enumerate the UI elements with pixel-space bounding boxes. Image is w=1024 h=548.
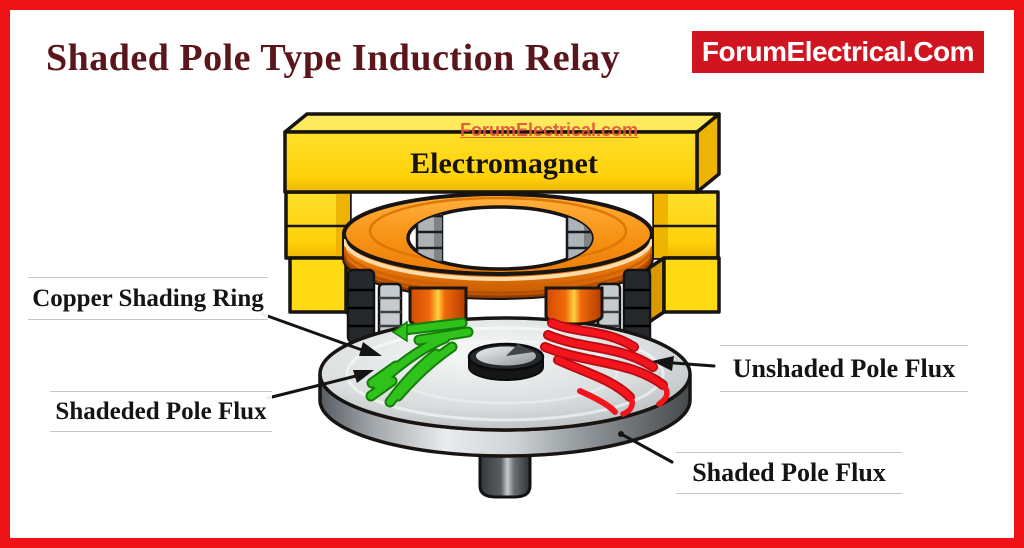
label-electromagnet: Electromagnet bbox=[410, 147, 598, 180]
copper-coil bbox=[342, 192, 654, 300]
label-shadeded-pole-flux: Shadeded Pole Flux bbox=[50, 391, 272, 432]
label-copper-shading-ring: Copper Shading Ring bbox=[28, 277, 268, 320]
callout-leader-lines bbox=[260, 312, 716, 464]
page-title: Shaded Pole Type Induction Relay bbox=[46, 37, 621, 79]
disc-hub bbox=[467, 342, 545, 381]
unshaded-pole-flux-arrows bbox=[540, 318, 670, 417]
brand-logo-text: ForumElectrical.Com bbox=[701, 36, 975, 67]
shaded-pole-flux-arrows bbox=[365, 317, 474, 408]
brand-logo: ForumElectrical.Com bbox=[692, 31, 984, 73]
electromagnet-core bbox=[283, 112, 721, 324]
label-shaded-pole-flux: Shaded Pole Flux bbox=[676, 452, 902, 494]
watermark-text: ForumElectrical.com bbox=[459, 120, 639, 140]
label-unshaded-pole-flux: Unshaded Pole Flux bbox=[720, 345, 968, 392]
mounting-bolts bbox=[346, 268, 652, 344]
spindle-shaft bbox=[478, 444, 532, 499]
